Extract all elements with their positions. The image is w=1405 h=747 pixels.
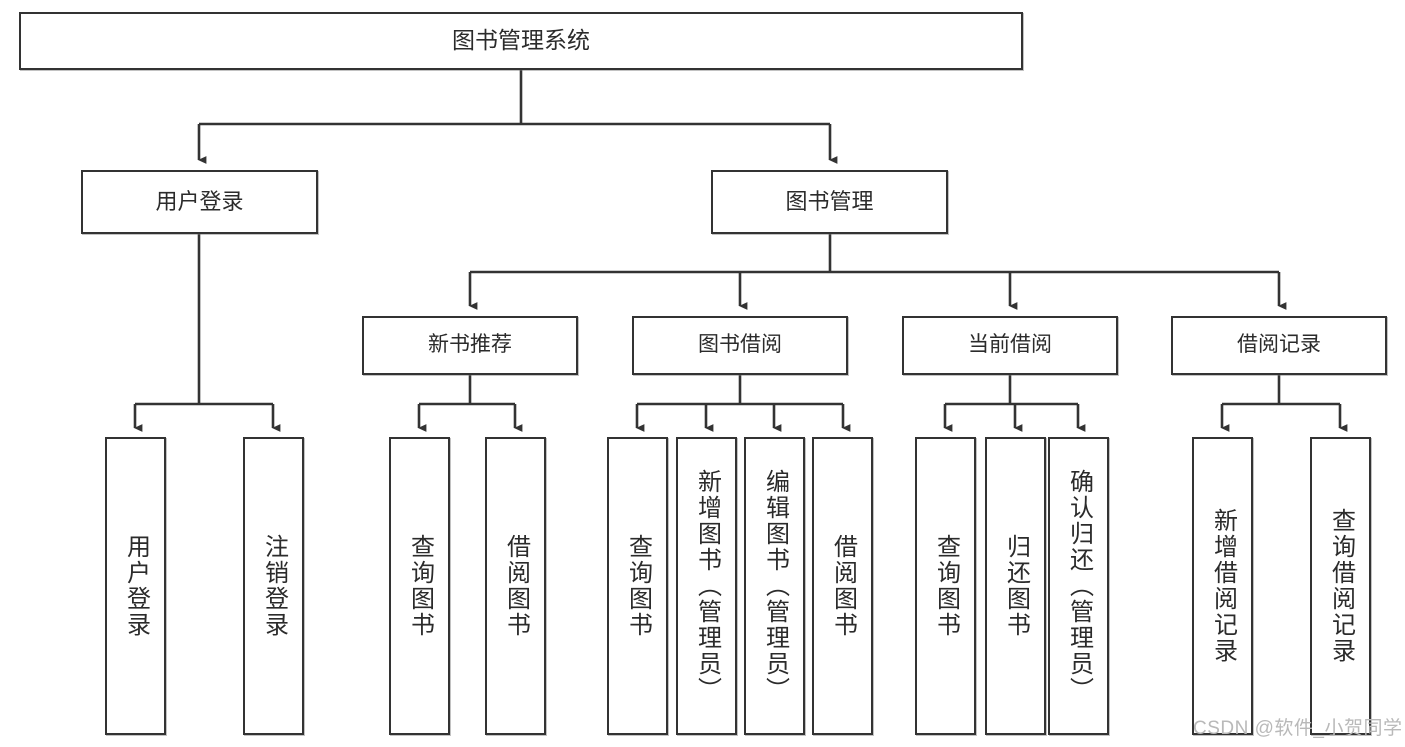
node-borrow-record[interactable]: 借阅记录: [1171, 316, 1387, 375]
node-label: 借阅图书: [829, 534, 857, 638]
node-label: 查询借阅记录: [1327, 508, 1355, 664]
leaf-user-logout[interactable]: 注销登录: [243, 437, 304, 735]
node-book-management[interactable]: 图书管理: [711, 170, 948, 234]
leaf-add-book-admin[interactable]: 新增图书（管理员）: [676, 437, 737, 735]
leaf-user-login[interactable]: 用户登录: [105, 437, 166, 735]
node-label: 注销登录: [260, 534, 288, 638]
node-label: 新增借阅记录: [1209, 508, 1237, 664]
node-label: 借阅图书: [502, 534, 530, 638]
leaf-borrow-book-new[interactable]: 借阅图书: [485, 437, 546, 735]
node-label: 用户登录: [122, 534, 150, 638]
node-label: 借阅记录: [1237, 333, 1321, 357]
leaf-add-borrow-record[interactable]: 新增借阅记录: [1192, 437, 1253, 735]
node-book-borrow[interactable]: 图书借阅: [632, 316, 848, 375]
leaf-edit-book-admin[interactable]: 编辑图书（管理员）: [744, 437, 805, 735]
node-label: 归还图书: [1002, 534, 1030, 638]
node-label: 新增图书（管理员）: [693, 469, 721, 703]
node-label: 图书借阅: [698, 333, 782, 357]
node-label: 查询图书: [932, 534, 960, 638]
node-new-book-recommend[interactable]: 新书推荐: [362, 316, 578, 375]
node-label: 编辑图书（管理员）: [761, 469, 789, 703]
node-label: 查询图书: [406, 534, 434, 638]
node-label: 查询图书: [624, 534, 652, 638]
node-label: 当前借阅: [968, 333, 1052, 357]
node-current-borrow[interactable]: 当前借阅: [902, 316, 1118, 375]
leaf-query-book-new[interactable]: 查询图书: [389, 437, 450, 735]
leaf-borrow-book[interactable]: 借阅图书: [812, 437, 873, 735]
leaf-confirm-return-admin[interactable]: 确认归还（管理员）: [1048, 437, 1109, 735]
watermark-text: CSDN @软件_小贺同学: [1193, 718, 1403, 739]
node-label: 新书推荐: [428, 333, 512, 357]
node-label: 图书管理系统: [452, 27, 590, 54]
node-user-login[interactable]: 用户登录: [81, 170, 318, 234]
leaf-query-book-current[interactable]: 查询图书: [915, 437, 976, 735]
node-label: 图书管理: [785, 189, 874, 215]
leaf-return-book[interactable]: 归还图书: [985, 437, 1046, 735]
leaf-query-borrow-record[interactable]: 查询借阅记录: [1310, 437, 1371, 735]
node-root-system[interactable]: 图书管理系统: [19, 12, 1023, 70]
node-label: 用户登录: [155, 189, 244, 215]
node-label: 确认归还（管理员）: [1065, 469, 1093, 703]
leaf-query-book-borrow[interactable]: 查询图书: [607, 437, 668, 735]
